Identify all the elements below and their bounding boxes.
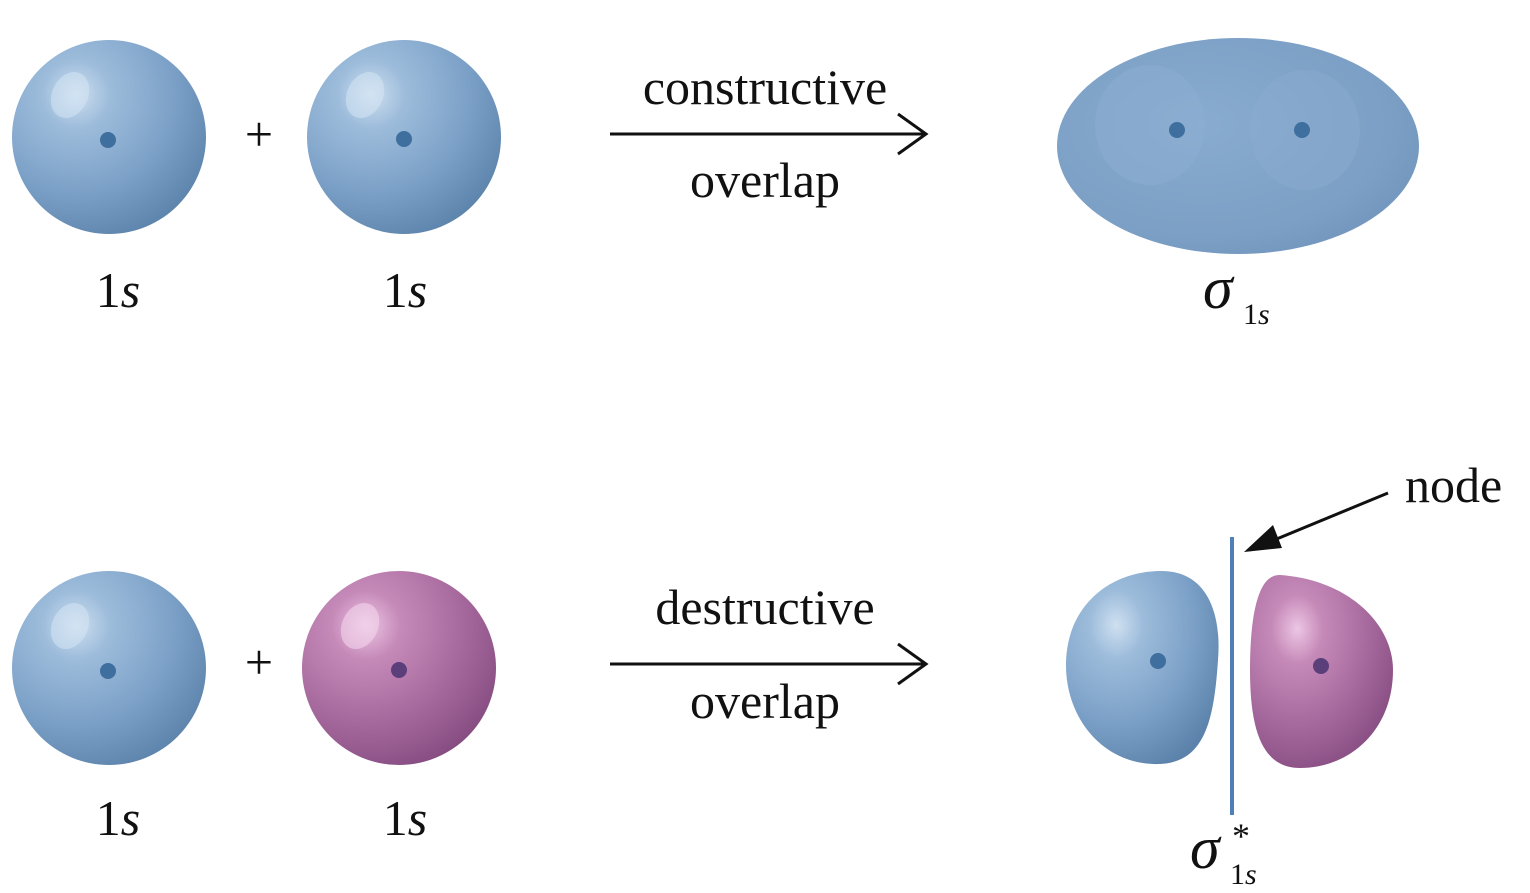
top-right-orbital-label: 1s — [382, 262, 428, 318]
bottom-plus-sign: + — [244, 634, 274, 690]
top-left-1s-orbital — [12, 40, 206, 234]
node-pointer-arrow — [1244, 491, 1389, 552]
constructive-label: constructive — [642, 59, 888, 115]
nucleus — [1313, 658, 1329, 674]
nucleus — [391, 662, 407, 678]
nucleus — [1294, 122, 1310, 138]
destructive-label: destructive — [655, 579, 875, 635]
constructive-arrow — [610, 112, 929, 156]
bottom-overlap-label: overlap — [690, 673, 840, 729]
bottom-right-orbital-label: 1s — [382, 790, 428, 846]
sigma-star-1s-orbital — [1066, 537, 1393, 815]
sigma-1s-orbital — [1057, 38, 1419, 254]
nucleus — [1150, 653, 1166, 669]
bottom-left-orbital-label: 1s — [95, 790, 141, 846]
bottom-right-1s-orbital — [302, 571, 496, 765]
top-plus-sign: + — [244, 106, 274, 162]
top-right-1s-orbital — [307, 40, 501, 234]
top-left-orbital-label: 1s — [95, 262, 141, 318]
nucleus — [1169, 122, 1185, 138]
bottom-left-1s-orbital — [12, 571, 206, 765]
blue-lobe — [1066, 570, 1219, 765]
sigma-star-1s-label: σ * 1s — [1190, 815, 1257, 891]
top-overlap-label: overlap — [690, 152, 840, 208]
node-label: node — [1405, 457, 1503, 513]
nucleus — [396, 131, 412, 147]
nucleus — [100, 663, 116, 679]
nucleus — [100, 132, 116, 148]
destructive-arrow — [610, 642, 929, 686]
sigma-1s-label: σ 1s — [1203, 255, 1270, 331]
